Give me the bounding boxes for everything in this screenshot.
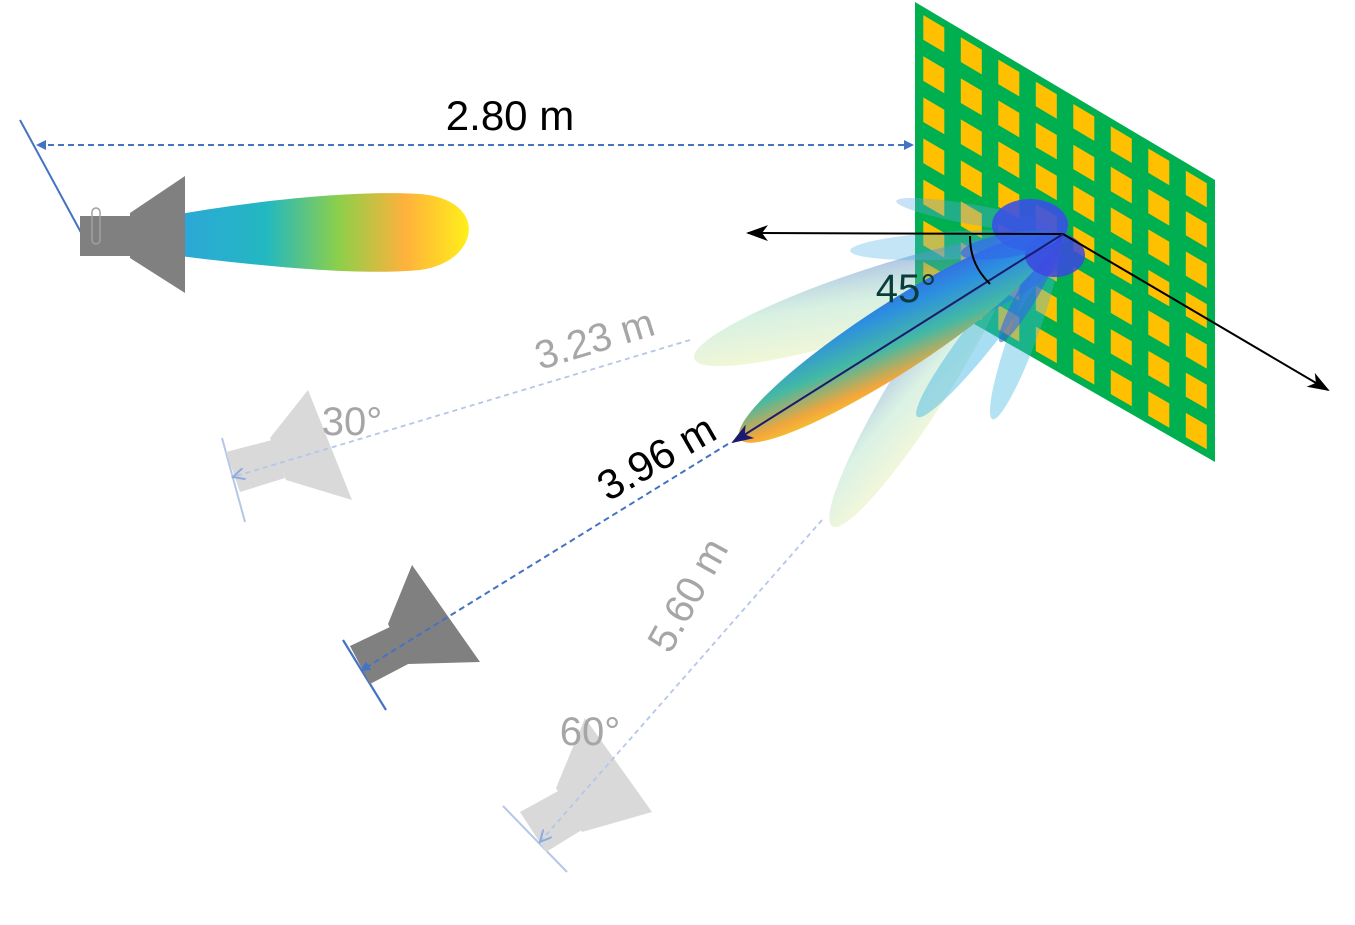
metasurface-cell — [1185, 291, 1207, 329]
metasurface-cell — [1185, 372, 1207, 409]
metasurface-cell — [1110, 369, 1132, 407]
metasurface-cell — [923, 15, 945, 53]
transmitter-beam — [180, 193, 469, 272]
metasurface-cell — [1148, 189, 1170, 226]
metasurface-cell — [1035, 285, 1057, 323]
metasurface-cell — [1035, 326, 1057, 364]
metasurface-cells — [923, 15, 1207, 450]
angle-45-label: 45° — [876, 267, 937, 311]
metasurface-cell — [998, 141, 1020, 179]
metasurface-cell — [923, 179, 945, 217]
angle-arc — [969, 235, 991, 285]
metasurface-cell — [1073, 348, 1095, 385]
metasurface-cell — [1110, 288, 1132, 326]
metasurface-cell — [1110, 329, 1132, 366]
horn-antenna-icon — [342, 565, 480, 711]
metasurface-cell — [1185, 251, 1207, 288]
incident-vector — [746, 225, 1064, 242]
main-reflected-beam — [738, 233, 1052, 443]
metasurface-cell — [960, 78, 982, 116]
metasurface-cell — [998, 59, 1020, 97]
metasurface-cell — [1073, 144, 1095, 182]
metasurface-cell — [1035, 81, 1057, 119]
metasurface-cell — [1035, 163, 1057, 201]
horn-antenna-icon — [19, 119, 185, 293]
metasurface-cell — [1148, 310, 1170, 347]
rx45-distance-label: 3.96 m — [589, 405, 724, 510]
metasurface-cell — [960, 160, 982, 198]
metasurface-cell — [1185, 211, 1207, 248]
metasurface-cell — [960, 201, 982, 239]
metasurface-cell — [1073, 104, 1095, 141]
metasurface-cell — [1148, 391, 1170, 428]
metasurface-cell — [1073, 226, 1095, 263]
metasurface-cell — [1148, 269, 1170, 307]
metasurface-cell — [1110, 248, 1132, 285]
angle-30-label: 30° — [322, 400, 383, 444]
tx-distance-label: 2.80 m — [446, 92, 574, 139]
metasurface-cell — [1185, 412, 1207, 450]
metasurface-cell — [960, 119, 982, 157]
metasurface-cell — [1148, 229, 1170, 266]
horn-antenna-icon — [502, 718, 652, 873]
metasurface-cell — [1073, 266, 1095, 304]
metasurface-cell — [923, 97, 945, 135]
metasurface-cell — [923, 220, 945, 258]
metasurface-cell — [1110, 126, 1132, 163]
metasurface-cell — [1110, 166, 1132, 204]
metasurface-cell — [960, 37, 982, 75]
rx30-distance-label: 3.23 m — [530, 301, 660, 379]
metasurface-cell — [1110, 207, 1132, 245]
angle-60-label: 60° — [560, 710, 621, 754]
metasurface-cell — [1035, 122, 1057, 160]
reflected-vector — [731, 233, 1064, 444]
rx45-link — [360, 443, 729, 672]
surface-normal-vector — [1062, 233, 1330, 392]
metasurface-cell — [1148, 350, 1170, 388]
rx30-link — [233, 339, 691, 477]
metasurface-cell — [1073, 185, 1095, 223]
metasurface-cell — [1185, 332, 1207, 369]
metasurface-cell — [923, 138, 945, 176]
metasurface-cell — [1185, 170, 1207, 208]
scattering-core — [960, 199, 1085, 277]
metasurface-cell — [1073, 307, 1095, 344]
metasurface-cell — [923, 56, 945, 94]
rx60-distance-label: 5.60 m — [639, 531, 737, 659]
metasurface-cell — [998, 100, 1020, 138]
metasurface-cell — [1148, 148, 1170, 186]
